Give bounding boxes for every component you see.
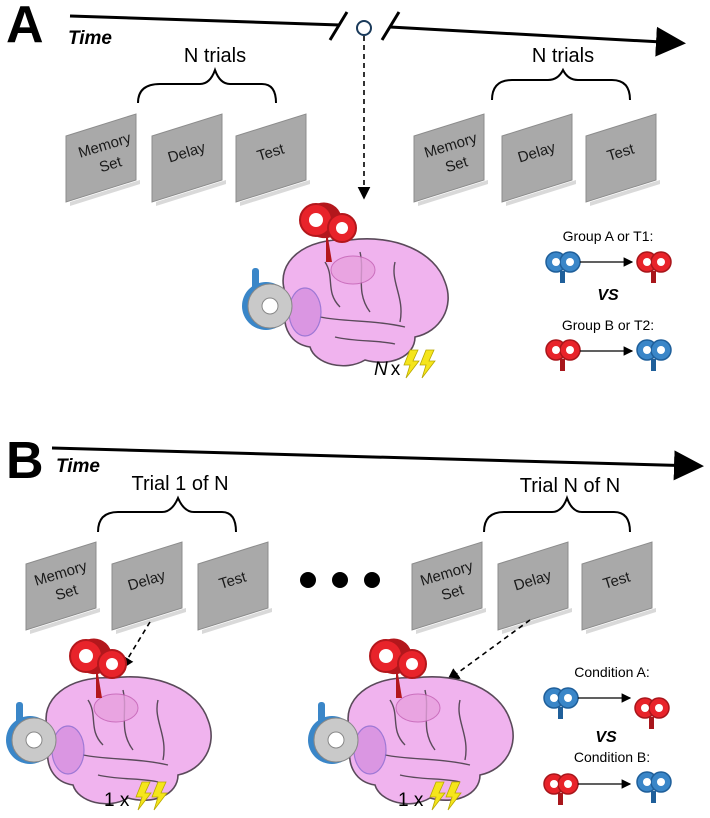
brace-a-right [491, 67, 631, 101]
stimulation-count-b-right: 1 x [398, 781, 462, 811]
coil-blue-icon [636, 339, 672, 372]
coil-red-icon [634, 697, 670, 730]
svg-text:1 x: 1 x [104, 790, 130, 811]
block-label-b-right: Trial N of N [520, 475, 620, 497]
time-axis-b [51, 446, 704, 481]
svg-text:Nx: Nx [374, 359, 401, 380]
coil-blue-icon [545, 251, 581, 284]
legend-a-vs: VS [597, 287, 619, 304]
svg-text:1 x: 1 x [398, 790, 424, 811]
block-label-b-left: Trial 1 of N [131, 473, 228, 495]
legend-b-bottom-label: Condition B: [574, 749, 650, 765]
panel-letter-a: A [6, 0, 44, 54]
lightning-bolt-icon [419, 349, 436, 379]
coil-red-icon [545, 339, 581, 372]
time-axis-a [69, 11, 686, 200]
brace-b-left [97, 495, 237, 533]
ellipsis-dots [300, 572, 380, 588]
legend-b-vs: VS [595, 729, 617, 746]
time-label-b: Time [56, 456, 100, 477]
time-label-a: Time [68, 28, 112, 49]
brain-b-left [45, 676, 212, 805]
brain-b-right [347, 676, 514, 805]
brain-a [282, 238, 449, 367]
block-label-a-left: N trials [184, 45, 246, 67]
legend-b-top-label: Condition A: [574, 664, 650, 680]
block-label-a-right: N trials [532, 45, 594, 67]
coil-red-icon [636, 251, 672, 284]
panel-letter-b: B [6, 432, 44, 490]
coil-red-icon [543, 773, 579, 806]
legend-a-bottom-label: Group B or T2: [562, 317, 654, 333]
coil-blue-icon [543, 687, 579, 720]
stimulation-count-b-left: 1 x [104, 781, 168, 811]
coil-blue-icon [636, 771, 672, 804]
brace-b-right [483, 495, 631, 533]
time-break-marker [356, 20, 372, 36]
legend-a-top-label: Group A or T1: [563, 228, 654, 244]
brace-a-left [137, 67, 277, 104]
